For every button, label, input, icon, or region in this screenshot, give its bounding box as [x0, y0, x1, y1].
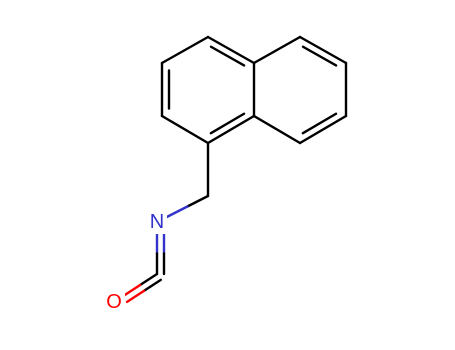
bond-c3-c4 [160, 35, 210, 65]
bond-ch2-n-half-a [186, 194, 210, 208]
oxygen-atom: O [103, 290, 125, 314]
bond-c4a-c5 [252, 35, 302, 65]
bond-c4-c4a [206, 35, 256, 65]
nitrogen-label-background [147, 210, 167, 234]
bond-c4-c4a-inner [209, 45, 246, 67]
nitrogen-label: N [150, 211, 164, 233]
bond-c_iso-o-half-b [122, 283, 142, 298]
oxygen-label-background [103, 290, 125, 314]
atom-labels-layer: N O [103, 210, 167, 314]
bond-c7-c8-inner [301, 112, 338, 135]
bond-c_iso-o-half-a [138, 272, 159, 287]
bond-c5-c6-inner [301, 45, 338, 67]
bond-c8a-c1-inner [209, 112, 246, 135]
bond-c7-c8 [298, 114, 348, 145]
bond-c5-c6 [298, 35, 348, 65]
bond-c1-c2 [160, 114, 210, 145]
bond-ch2-n-half-b [165, 205, 189, 219]
bond-c_iso-o-second-half-b [125, 289, 146, 304]
bond-c8-c8a [252, 114, 302, 145]
nitrogen-atom: N [147, 210, 167, 234]
bond-c8a-c1 [206, 114, 256, 145]
bond-c_iso-o-second-half-a [142, 278, 163, 293]
oxygen-label: O [106, 291, 122, 313]
bonds-layer [122, 35, 348, 304]
